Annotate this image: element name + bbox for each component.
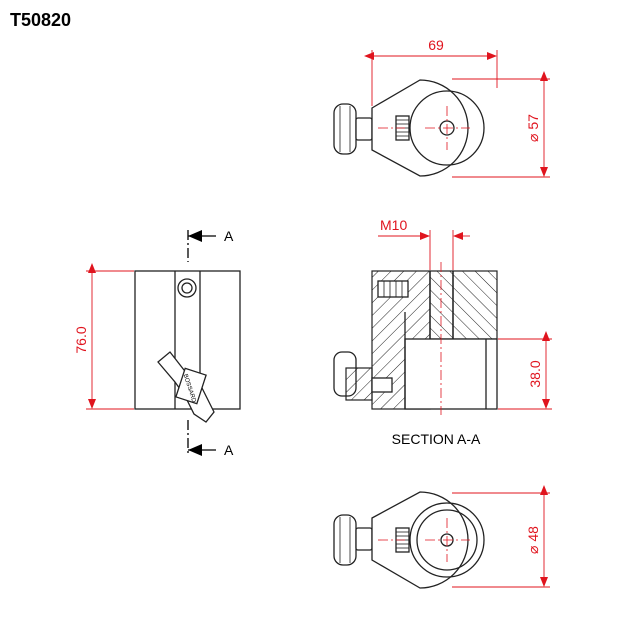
top-body-outline — [371, 79, 469, 177]
top-knob-shaft — [355, 117, 373, 141]
dim-height-side: 76.0 — [73, 326, 89, 353]
bottom-knob-shaft — [355, 527, 373, 551]
bottom-bore-circle — [416, 509, 478, 571]
top-knob-grip — [333, 103, 357, 155]
bottom-view: ⌀ 48 — [333, 485, 550, 589]
side-view: BOSSARD A A 76.0 — [73, 228, 241, 458]
dim-width-top: 69 — [428, 37, 444, 53]
bottom-knob-grip — [333, 514, 357, 566]
part-number: T50820 — [10, 10, 71, 30]
section-marker-top: A — [224, 228, 234, 244]
section-arrow-top — [188, 230, 202, 242]
bottom-outer-ring — [409, 502, 485, 578]
dim-diameter-top: ⌀ 57 — [525, 114, 541, 142]
section-label: SECTION A-A — [392, 431, 481, 447]
dim-diameter-bottom: ⌀ 48 — [525, 526, 541, 554]
dim-thread: M10 — [380, 217, 407, 233]
section-knob-hub — [345, 367, 373, 401]
section-arrow-bottom — [188, 444, 202, 456]
section-view: M10 38.0 SECTION A-A — [333, 217, 552, 447]
top-bore-circle — [409, 90, 485, 166]
side-screw-head — [177, 278, 197, 298]
section-knob-shaft — [371, 377, 393, 393]
side-lever-hub — [175, 367, 207, 405]
section-bore — [404, 338, 498, 410]
dim-bore-depth: 38.0 — [527, 360, 543, 387]
top-view: 69 ⌀ 57 — [333, 37, 550, 178]
section-marker-bottom: A — [224, 442, 234, 458]
bottom-body-outline — [371, 491, 469, 589]
section-center-core — [429, 270, 454, 340]
section-right-wall-upper — [452, 270, 498, 340]
section-screw — [377, 280, 409, 298]
